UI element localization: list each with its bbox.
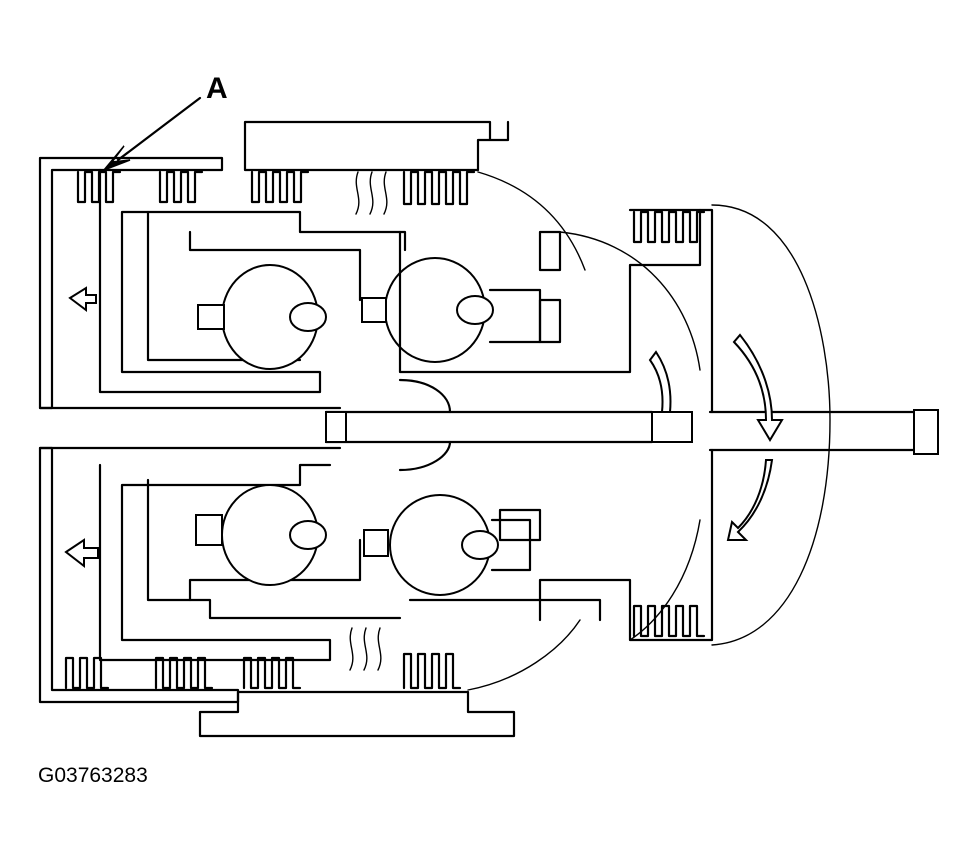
callout-leader-line xyxy=(116,96,202,162)
clutch-teeth xyxy=(632,604,706,638)
clutch-teeth xyxy=(402,652,462,690)
clutch-teeth xyxy=(250,170,310,204)
callout-arrowhead-icon xyxy=(101,145,131,172)
figure-id: G03763283 xyxy=(38,764,148,787)
clutch-teeth xyxy=(154,656,214,690)
clutch-teeth xyxy=(158,170,204,204)
callout-label: A xyxy=(206,72,228,105)
clutch-teeth xyxy=(64,656,110,690)
planet-gear-lower-right xyxy=(363,494,532,596)
outer-housing xyxy=(38,156,342,704)
callout-a: A xyxy=(101,72,228,172)
case-blocks xyxy=(198,120,516,738)
torque-converter-outline xyxy=(467,171,831,691)
clutch-teeth xyxy=(632,210,706,244)
planet-gear-lower-left xyxy=(195,484,327,586)
rotation-arrows xyxy=(64,286,784,569)
clutch-teeth xyxy=(242,656,302,690)
planet-gear-upper-left xyxy=(197,264,327,370)
rear-drum xyxy=(398,208,714,642)
input-shaft xyxy=(324,409,939,455)
clutch-teeth xyxy=(402,170,476,206)
planet-gear-upper-right xyxy=(361,257,542,363)
clutch-drum xyxy=(98,168,407,662)
break-lines xyxy=(349,171,388,671)
